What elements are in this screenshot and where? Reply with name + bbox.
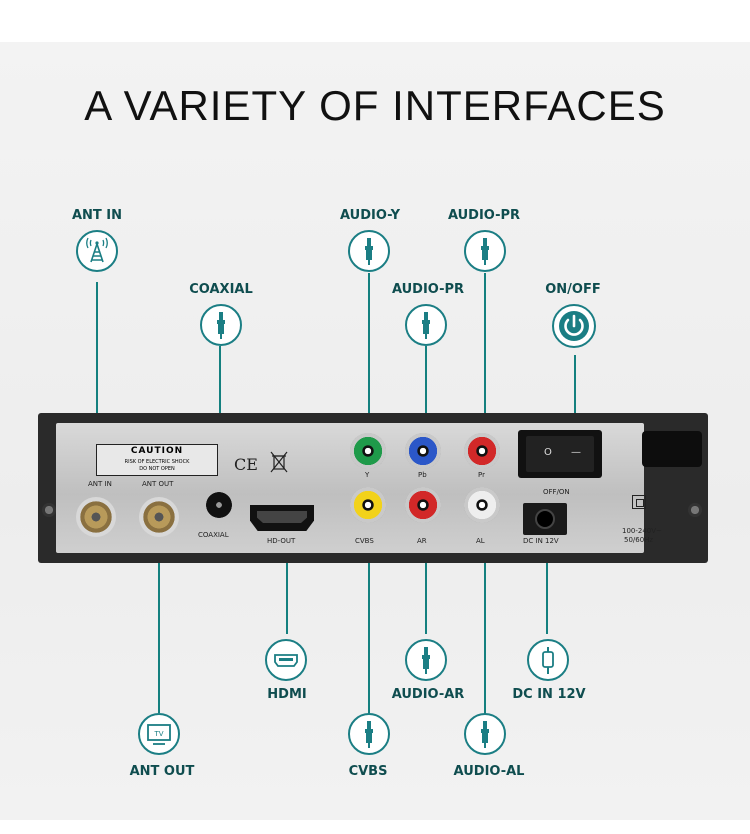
cvbs-label: CVBS <box>355 537 374 545</box>
rca-pr-red[interactable] <box>464 433 500 469</box>
caution-line-2: DO NOT OPEN <box>139 466 175 472</box>
hdmi-label: HDMI <box>267 687 307 702</box>
ant-out-connector[interactable] <box>139 497 179 537</box>
set-top-box: CAUTION RISK OF ELECTRIC SHOCK DO NOT OP… <box>38 413 708 563</box>
power-cable <box>642 431 702 467</box>
line-audio-pr-mid <box>425 346 427 448</box>
caution-title: CAUTION <box>130 446 184 456</box>
line-audio-al <box>484 509 486 714</box>
on-off-label: ON/OFF <box>545 282 601 297</box>
rca-al-white[interactable] <box>464 487 500 523</box>
dc-plug-icon <box>527 639 569 681</box>
page-title: A VARIETY OF INTERFACES <box>84 82 666 129</box>
line-audio-pr-top <box>484 273 486 449</box>
tv-icon: TV <box>138 713 180 755</box>
power-switch[interactable] <box>526 436 594 472</box>
audio-pr-mid-plug-icon <box>405 304 447 346</box>
antenna-icon <box>76 230 118 272</box>
power-icon <box>552 304 596 348</box>
coaxial-label: COAXIAL <box>189 282 253 297</box>
voltage-label: 100-240V~ <box>622 527 662 535</box>
pr-label: Pr <box>478 471 485 479</box>
cvbs-plug-icon <box>348 713 390 755</box>
audio-al-label: AUDIO-AL <box>453 764 525 779</box>
hdmi-port-inner <box>257 511 307 523</box>
audio-ar-label: AUDIO-AR <box>391 687 465 702</box>
ant-in-connector[interactable] <box>76 497 116 537</box>
switch-i-mark: — <box>571 447 581 458</box>
caution-line-1: RISK OF ELECTRIC SHOCK <box>124 459 190 465</box>
freq-label: 50/60Hz <box>624 536 654 544</box>
line-cvbs <box>368 509 370 714</box>
line-ant-out <box>158 521 160 713</box>
pb-label: Pb <box>418 471 427 479</box>
audio-y-plug-icon <box>348 230 390 272</box>
al-label: AL <box>476 537 485 545</box>
screw-left <box>42 503 56 517</box>
caution-sticker: CAUTION RISK OF ELECTRIC SHOCK DO NOT OP… <box>96 444 218 476</box>
y-label: Y <box>365 471 370 479</box>
ant-in-label: ANT IN <box>71 208 123 223</box>
coaxial-plug-icon <box>200 304 242 346</box>
ar-label: AR <box>417 537 427 545</box>
rca-y-green[interactable] <box>350 433 386 469</box>
cvbs-callout-label: CVBS <box>348 764 388 779</box>
line-dc-in <box>546 530 548 634</box>
line-on-off <box>574 355 576 448</box>
line-audio-ar <box>425 509 427 634</box>
dc-in-jack[interactable] <box>535 509 555 529</box>
audio-pr-mid-label: AUDIO-PR <box>391 282 465 297</box>
rca-pb-blue[interactable] <box>405 433 441 469</box>
rca-ar-red[interactable] <box>405 487 441 523</box>
audio-pr-top-plug-icon <box>464 230 506 272</box>
line-hdmi <box>286 525 288 634</box>
double-insulation-icon <box>632 495 646 509</box>
line-audio-y <box>368 273 370 449</box>
coaxial-port-label: COAXIAL <box>198 531 229 539</box>
ant-out-port-label: ANT OUT <box>142 480 174 488</box>
coaxial-jack[interactable] <box>206 492 232 518</box>
dc-in-callout-label: DC IN 12V <box>512 687 586 702</box>
audio-ar-plug-icon <box>405 639 447 681</box>
weee-bin-icon <box>270 451 288 473</box>
audio-y-label: AUDIO-Y <box>339 208 401 223</box>
hd-out-label: HD-OUT <box>267 537 296 545</box>
switch-o-mark: O <box>544 447 552 458</box>
audio-pr-top-label: AUDIO-PR <box>447 208 521 223</box>
dc-in-label: DC IN 12V <box>523 537 559 545</box>
off-on-label: OFF/ON <box>543 488 570 496</box>
ant-in-port-label: ANT IN <box>88 480 112 488</box>
line-ant-in <box>96 282 98 514</box>
ant-out-label: ANT OUT <box>129 764 195 779</box>
hdmi-icon <box>265 639 307 681</box>
audio-al-plug-icon <box>464 713 506 755</box>
screw-right <box>688 503 702 517</box>
rca-cvbs-yellow[interactable] <box>350 487 386 523</box>
tv-icon-text: TV <box>153 730 163 738</box>
ce-mark: CE <box>234 455 258 474</box>
